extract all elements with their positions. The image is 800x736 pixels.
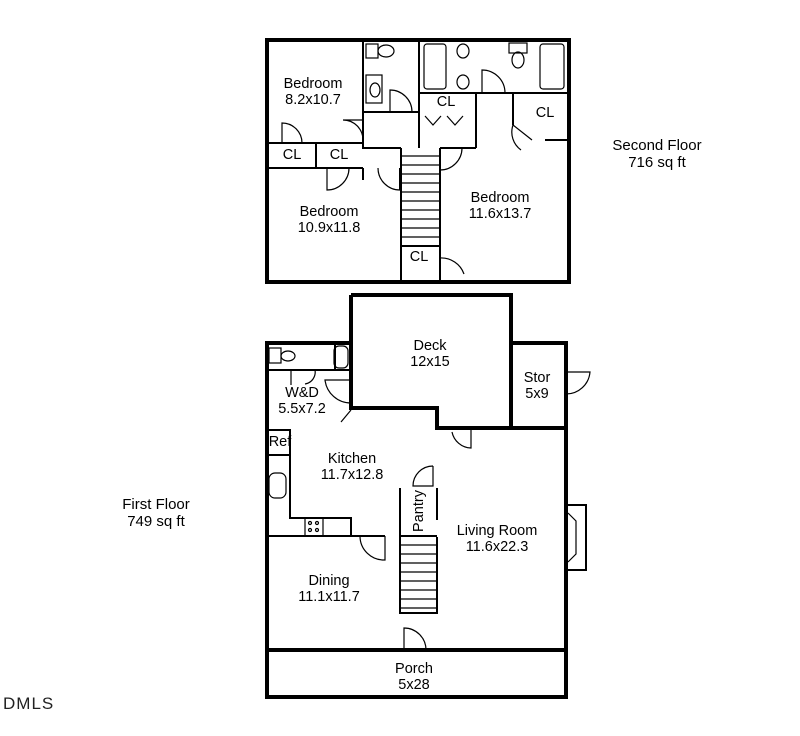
floor-area: 716 sq ft [628, 154, 686, 171]
room-size: 5x28 [398, 677, 430, 693]
closet-label: CL [409, 249, 429, 265]
room-size: 10.9x11.8 [297, 220, 361, 236]
closet-label: CL [436, 94, 456, 110]
room-size: 5x9 [525, 386, 549, 402]
refrigerator-label: Ref [268, 434, 292, 450]
room-name: Bedroom [299, 204, 359, 220]
mls-watermark-logo: DMLS [3, 694, 55, 713]
closet-label: CL [535, 105, 555, 121]
room-size: 11.6x22.3 [465, 539, 529, 555]
floor-area: 749 sq ft [127, 513, 185, 530]
room-size: 12x15 [410, 354, 450, 370]
room-size: 11.6x13.7 [468, 206, 532, 222]
first-floor-walls [265, 293, 591, 699]
closet-label: CL [282, 147, 302, 163]
floor-title: First Floor [122, 496, 190, 513]
pantry-label: Pantry [411, 490, 427, 532]
room-size: 8.2x10.7 [285, 92, 341, 108]
room-name: Porch [395, 661, 433, 677]
second-floor-walls [265, 38, 571, 284]
closet-label: CL [329, 147, 349, 163]
room-name: Living Room [456, 523, 538, 539]
room-size: 5.5x7.2 [278, 401, 326, 417]
room-name: W&D [285, 385, 319, 401]
room-name: Bedroom [283, 76, 343, 92]
floor-title: Second Floor [612, 137, 702, 154]
room-name: Bedroom [470, 190, 530, 206]
room-name: Deck [413, 338, 447, 354]
room-size: 11.7x12.8 [320, 467, 384, 483]
room-name: Kitchen [327, 451, 377, 467]
room-name: Dining [308, 573, 350, 589]
room-size: 11.1x11.7 [298, 589, 360, 605]
room-name: Stor [523, 370, 551, 386]
